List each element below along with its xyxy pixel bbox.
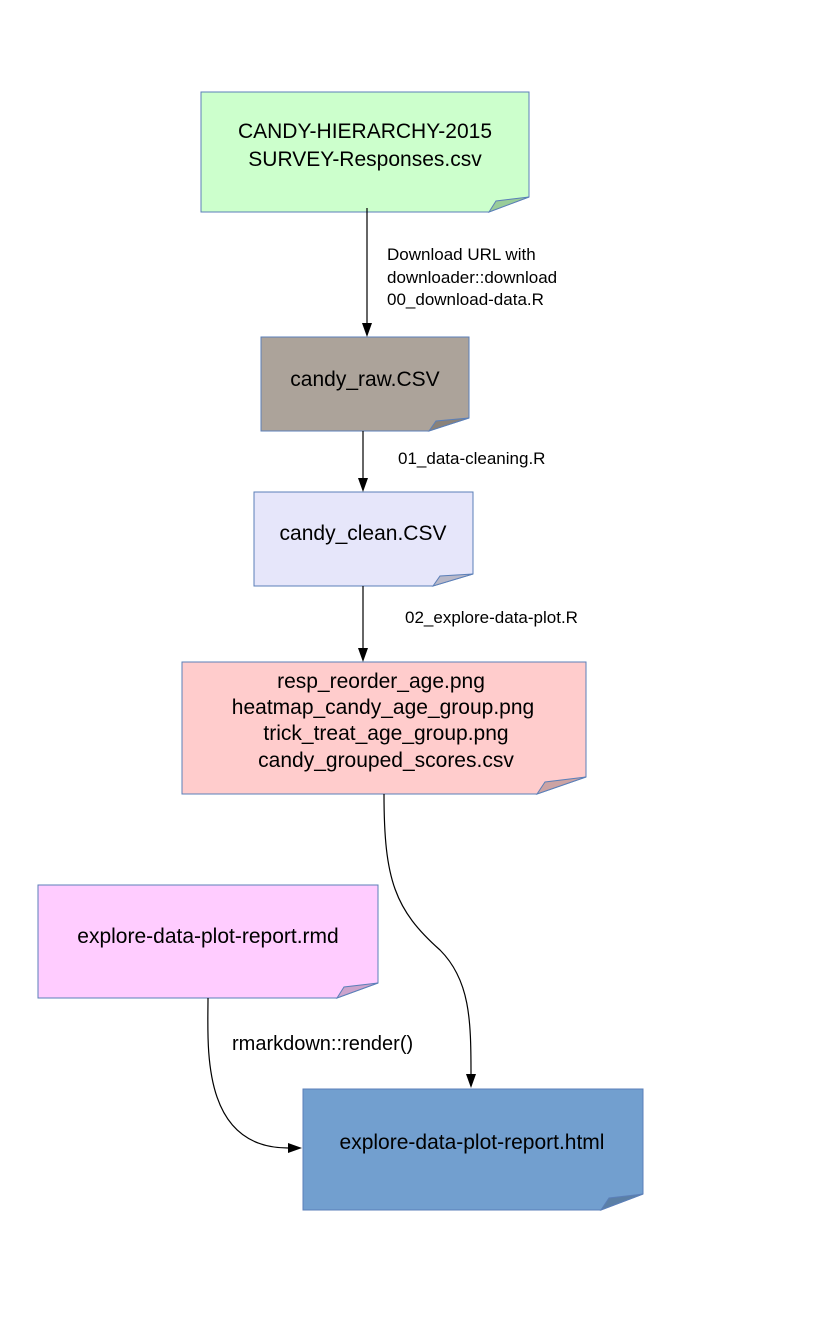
edge-outputs-to-report-line xyxy=(383,793,472,1075)
node-report-html-fold xyxy=(599,1193,644,1212)
node-outputs-line-1: resp_reorder_age.png xyxy=(277,670,485,693)
node-outputs-line-4: candy_grouped_scores.csv xyxy=(258,749,514,772)
edge-cleaning-arrowhead xyxy=(358,478,368,492)
node-outputs-line-3: trick_treat_age_group.png xyxy=(263,722,508,745)
node-outputs-line-2: heatmap_candy_age_group.png xyxy=(232,696,534,719)
node-candy-raw-label: candy_raw.CSV xyxy=(290,368,439,391)
node-source-csv-fold xyxy=(487,196,530,213)
edge-download-label-1: Download URL with xyxy=(387,245,536,264)
node-source-csv-line-2: SURVEY-Responses.csv xyxy=(248,148,482,171)
edge-cleaning-label: 01_data-cleaning.R xyxy=(398,449,545,468)
edge-render-line xyxy=(207,997,289,1149)
edge-render-label: rmarkdown::render() xyxy=(232,1033,413,1055)
edge-outputs-to-report-arrowhead xyxy=(466,1074,476,1088)
edge-explore-label: 02_explore-data-plot.R xyxy=(405,608,578,627)
node-source-csv[interactable]: CANDY-HIERARCHY-2015 SURVEY-Responses.cs… xyxy=(200,91,530,213)
node-outputs-fold xyxy=(535,776,587,795)
node-candy-raw[interactable]: candy_raw.CSV xyxy=(260,336,470,432)
edge-outputs-to-report[interactable] xyxy=(383,793,476,1088)
node-candy-clean[interactable]: candy_clean.CSV xyxy=(253,491,474,587)
edge-download[interactable]: Download URL with downloader::download 0… xyxy=(362,208,557,337)
node-report-html-label: explore-data-plot-report.html xyxy=(340,1131,605,1154)
node-outputs[interactable]: resp_reorder_age.png heatmap_candy_age_g… xyxy=(181,661,587,795)
node-candy-clean-fold xyxy=(431,573,474,587)
edge-download-label-2: downloader::download xyxy=(387,268,557,287)
edge-render[interactable]: rmarkdown::render() xyxy=(207,997,413,1153)
edge-explore[interactable]: 02_explore-data-plot.R xyxy=(358,586,578,662)
edge-download-label-3: 00_download-data.R xyxy=(387,290,544,309)
node-report-rmd-label: explore-data-plot-report.rmd xyxy=(77,925,338,948)
node-report-html[interactable]: explore-data-plot-report.html xyxy=(302,1088,644,1212)
node-report-rmd[interactable]: explore-data-plot-report.rmd xyxy=(37,884,379,999)
node-candy-raw-fold xyxy=(427,417,470,432)
edge-cleaning[interactable]: 01_data-cleaning.R xyxy=(358,431,545,492)
node-report-rmd-fold xyxy=(335,982,379,999)
node-candy-clean-label: candy_clean.CSV xyxy=(280,522,447,545)
edge-render-arrowhead xyxy=(288,1143,302,1153)
edge-explore-arrowhead xyxy=(358,648,368,662)
node-source-csv-line-1: CANDY-HIERARCHY-2015 xyxy=(238,120,492,143)
edge-download-arrowhead xyxy=(362,323,372,337)
